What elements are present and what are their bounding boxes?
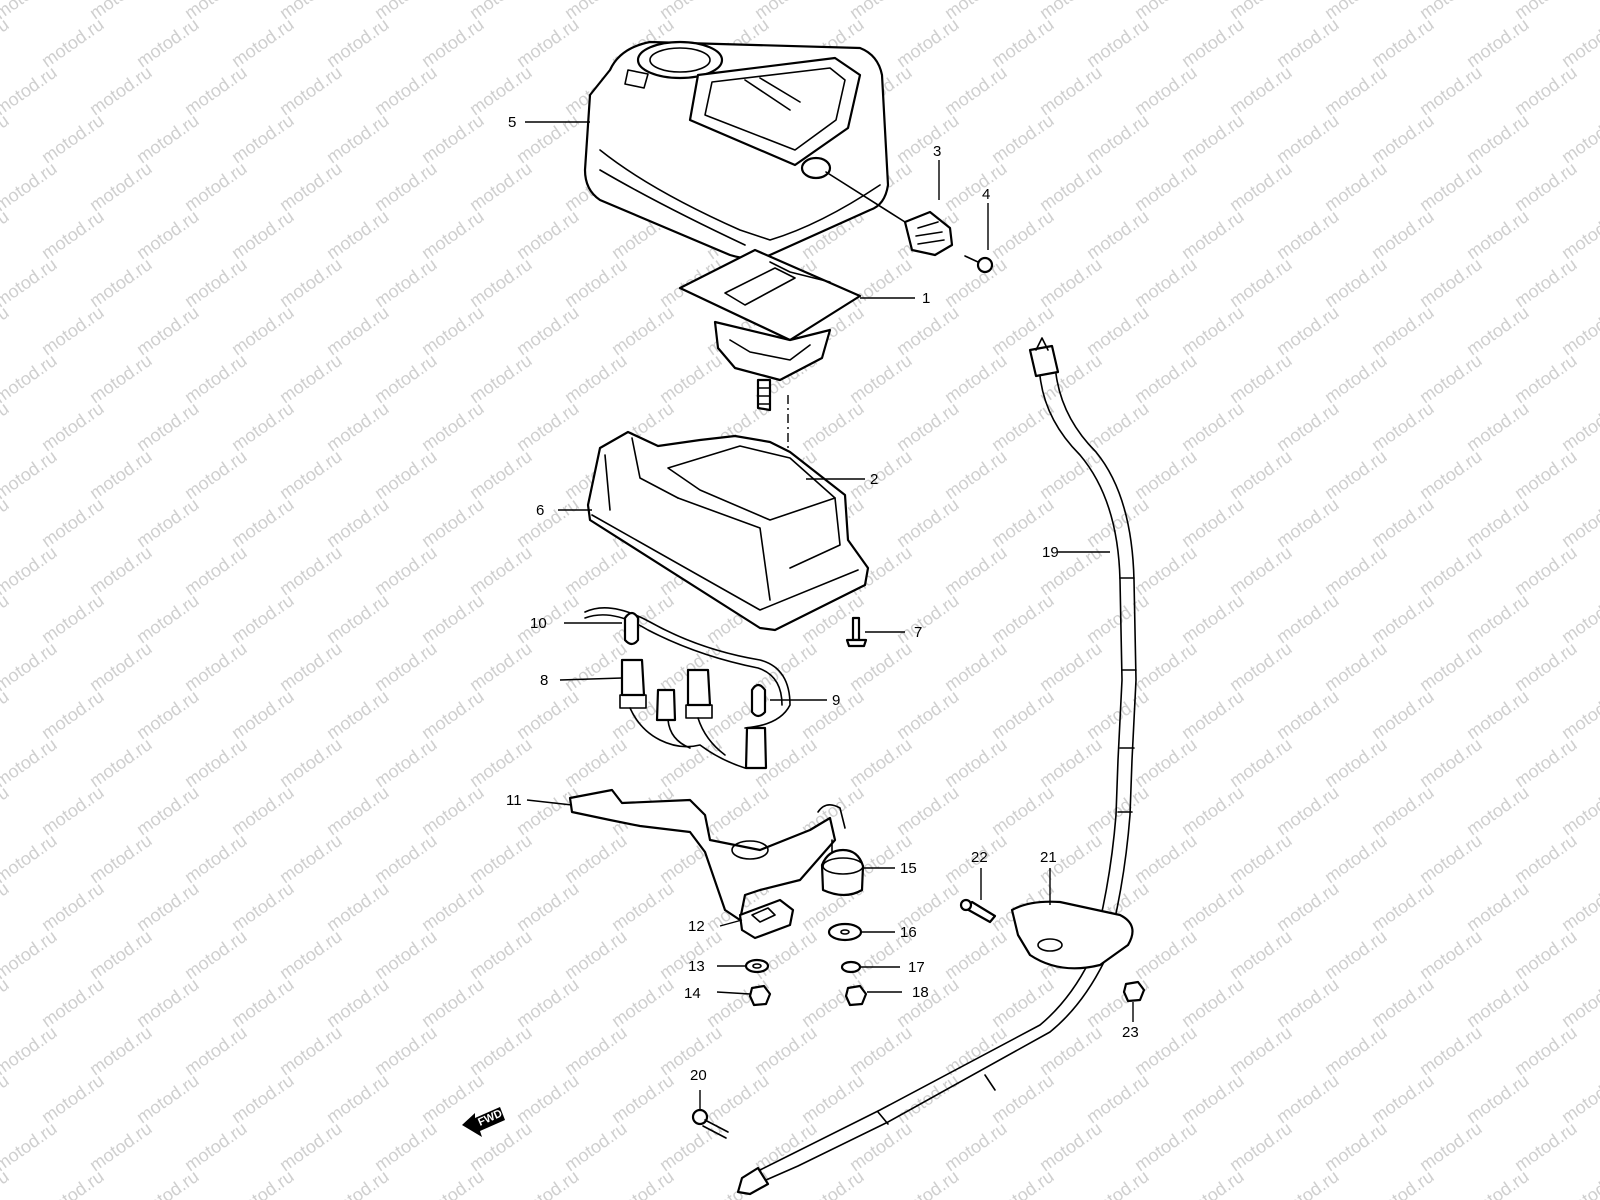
callout-19: 19	[1042, 544, 1059, 561]
watermark-text: motod.ru	[0, 0, 60, 23]
watermark-text: motod.ru	[0, 734, 60, 791]
meter-bracket	[678, 248, 862, 412]
bolt-22	[959, 898, 997, 924]
callouts: 1 2 3 4 5 6 7 8 9 10 11 12 13 14 15 16 1…	[506, 114, 1139, 1084]
callout-1: 1	[922, 290, 930, 307]
washer-17	[840, 960, 862, 974]
watermark-text: motod.ru	[0, 878, 12, 935]
watermark-text: motod.ru	[1558, 494, 1600, 551]
watermark-text: motod.ru	[1558, 590, 1600, 647]
watermark-text: motod.ru	[608, 1166, 678, 1200]
watermark-text: motod.ru	[1558, 878, 1600, 935]
lamp-bracket	[568, 788, 846, 922]
callout-21: 21	[1040, 849, 1057, 866]
callout-6: 6	[536, 502, 544, 519]
watermark-text: motod.ru	[0, 350, 60, 407]
screw-4	[964, 255, 994, 274]
nut-23	[1122, 980, 1146, 1003]
watermark-text: motod.ru	[0, 1070, 12, 1127]
watermark-text: motod.ru	[1558, 302, 1600, 359]
callout-11: 11	[506, 792, 522, 809]
watermark-text: motod.ru	[323, 1166, 393, 1200]
watermark-text: motod.ru	[798, 1166, 868, 1200]
watermark-text: motod.ru	[0, 686, 12, 743]
nut-14	[748, 984, 772, 1007]
cushion	[738, 898, 795, 940]
callout-10: 10	[530, 615, 547, 632]
watermark-text: motod.ru	[1558, 1070, 1600, 1127]
meter-cover	[583, 40, 890, 260]
watermark-text: motod.ru	[418, 1166, 488, 1200]
callout-5: 5	[508, 114, 516, 131]
forward-arrow-icon: FWD	[462, 1107, 505, 1137]
watermark-text: motod.ru	[988, 1166, 1058, 1200]
watermark-text: motod.ru	[1463, 1166, 1533, 1200]
watermark-text: motod.ru	[0, 494, 12, 551]
watermark-text: motod.ru	[0, 1118, 60, 1175]
screw-7	[845, 616, 868, 648]
callout-4: 4	[982, 186, 990, 203]
watermark-text: motod.ru	[513, 1166, 583, 1200]
washer-16	[827, 922, 863, 942]
watermark-text: motod.ru	[0, 14, 12, 71]
watermark-text: motod.ru	[0, 542, 60, 599]
watermark-text: motod.ru	[1558, 1166, 1600, 1200]
callout-9: 9	[832, 692, 840, 709]
watermark-text: motod.ru	[1558, 686, 1600, 743]
socket	[825, 171, 954, 257]
watermark-text: motod.ru	[0, 926, 60, 983]
watermark-text: motod.ru	[0, 302, 12, 359]
watermark-text: motod.ru	[0, 782, 12, 839]
watermark-text: motod.ru	[133, 1166, 203, 1200]
callout-16: 16	[900, 924, 917, 941]
watermark-text: motod.ru	[1558, 206, 1600, 263]
watermark-text: motod.ru	[0, 254, 60, 311]
watermark-text: motod.ru	[0, 830, 60, 887]
callout-22: 22	[971, 849, 988, 866]
callout-2: 2	[870, 471, 878, 488]
callout-17: 17	[908, 959, 925, 976]
lamp-harness	[584, 606, 791, 770]
watermark-text: motod.ru	[1558, 974, 1600, 1031]
speedometer-cable	[736, 337, 1137, 1196]
leader-lines	[525, 121, 1134, 1110]
grommet	[820, 848, 865, 897]
callout-12: 12	[688, 918, 705, 935]
callout-7: 7	[914, 624, 922, 641]
watermark-text: motod.ru	[228, 1166, 298, 1200]
callout-14: 14	[684, 985, 701, 1002]
watermark-text: motod.ru	[1273, 1166, 1343, 1200]
callout-3: 3	[933, 143, 941, 160]
watermark-text: motod.ru	[1368, 1166, 1438, 1200]
watermark-text: motod.ru	[1558, 398, 1600, 455]
watermark-text: motod.ru	[0, 1022, 60, 1079]
watermark-text: motod.ru	[0, 110, 12, 167]
watermark-text: motod.ru	[1558, 110, 1600, 167]
watermark-text: motod.ru	[1558, 782, 1600, 839]
watermark-text: motod.ru	[1083, 1166, 1153, 1200]
watermark-text: motod.ru	[0, 446, 60, 503]
watermark-text: motod.ru	[893, 1166, 963, 1200]
watermark-text: motod.ru	[0, 62, 60, 119]
meter-case	[586, 430, 870, 632]
callout-20: 20	[690, 1067, 707, 1084]
cable-guide	[1010, 900, 1134, 970]
watermark-text: motod.ru	[1178, 1166, 1248, 1200]
watermark-text: motod.ru	[0, 206, 12, 263]
watermark-text: motod.ru	[0, 590, 12, 647]
washer-13	[744, 958, 770, 974]
watermark-text: motod.ru	[0, 974, 12, 1031]
watermark-text: motod.ru	[0, 398, 12, 455]
watermark-text: motod.ru	[1558, 14, 1600, 71]
callout-15: 15	[900, 860, 917, 877]
watermark-text: motod.ru	[38, 1166, 108, 1200]
callout-23: 23	[1122, 1024, 1139, 1041]
watermark-text: motod.ru	[0, 638, 60, 695]
callout-13: 13	[688, 958, 705, 975]
callout-18: 18	[912, 984, 929, 1001]
callout-8: 8	[540, 672, 548, 689]
nut-18	[844, 984, 868, 1007]
watermark-text: motod.ru	[0, 158, 60, 215]
